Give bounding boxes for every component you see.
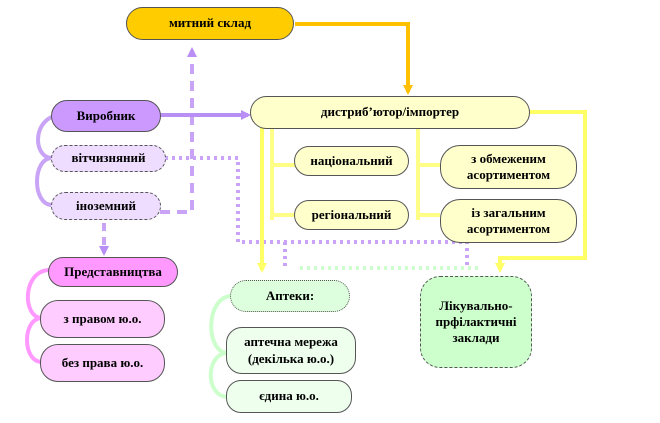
with-legal-entity-label: з правом ю.о.: [63, 310, 142, 326]
with-legal-entity-node: з правом ю.о.: [40, 300, 165, 338]
distributor-bracket: [270, 124, 440, 220]
national-distributor-label: національний: [310, 152, 393, 168]
general-assortment-node: із загальним асортиментом: [440, 199, 577, 243]
pharmacies-label: Аптеки:: [265, 287, 315, 303]
pharmacy-chain-node: аптечна мережа (декілька ю.о.): [226, 327, 356, 374]
single-entity-label: єдина ю.о.: [259, 388, 319, 404]
customs-warehouse-label: митний склад: [168, 15, 252, 31]
distributor-to-medical-arrow: [495, 110, 587, 273]
distributor-label: дистриб’ютор/імпортер: [320, 104, 460, 120]
customs-warehouse-node: митний склад: [126, 7, 294, 40]
pharmacy-chain-label: аптечна мережа (декілька ю.о.): [244, 334, 338, 366]
regional-distributor-label: регіональний: [311, 206, 392, 222]
medical-institutions-node: Лікувально- прфілактичні заклади: [420, 276, 532, 368]
limited-assortment-node: з обмеженим асортиментом: [440, 145, 577, 189]
medical-institutions-label: Лікувально- прфілактичні заклади: [435, 297, 517, 346]
domestic-producer-label: вітчизняний: [71, 150, 146, 166]
national-distributor-node: національний: [294, 146, 409, 176]
domestic-dotted-links: [165, 156, 469, 268]
domestic-producer-node: вітчизняний: [51, 145, 166, 172]
regional-distributor-node: регіональний: [294, 200, 409, 230]
foreign-to-customs-arrow: [160, 47, 197, 214]
foreign-producer-node: іноземний: [51, 192, 161, 220]
customs-to-distributor-arrow: [295, 22, 413, 95]
distributor-node: дистриб’ютор/імпортер: [250, 96, 530, 129]
foreign-producer-label: іноземний: [76, 197, 136, 213]
pharmacies-node: Аптеки:: [230, 280, 350, 312]
single-entity-node: єдина ю.о.: [226, 380, 352, 413]
producer-node: Виробник: [51, 100, 161, 132]
without-legal-entity-label: без права ю.о.: [61, 354, 144, 370]
without-legal-entity-node: без права ю.о.: [40, 344, 165, 382]
general-assortment-label: із загальним асортиментом: [466, 204, 551, 236]
limited-assortment-label: з обмеженим асортиментом: [466, 150, 551, 182]
representative-offices-label: Представництва: [64, 263, 162, 279]
representative-offices-node: Представництва: [48, 257, 178, 287]
producer-label: Виробник: [76, 107, 136, 123]
